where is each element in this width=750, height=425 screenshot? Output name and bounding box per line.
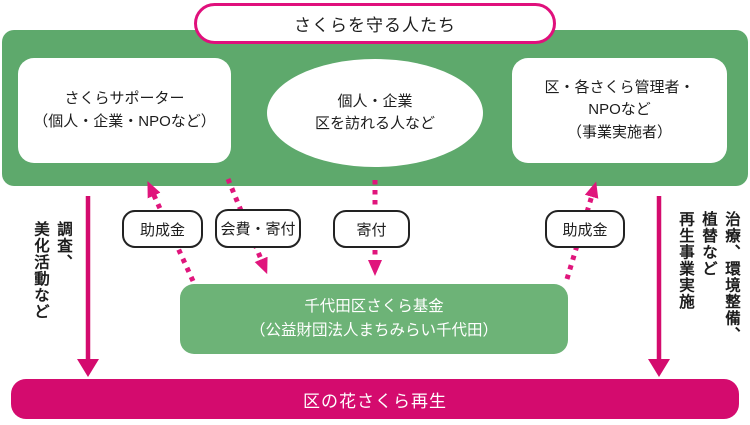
flow-label-subsidy-left: 助成金 [122, 210, 203, 248]
arrow-activities-head [77, 359, 99, 377]
arrow-projects-head [648, 359, 670, 377]
regeneration-bar: 区の花さくら再生 [11, 379, 739, 419]
regeneration-bar-label: 区の花さくら再生 [303, 391, 447, 411]
actor-sakura-supporters: さくらサポーター （個人・企業・NPOなど） [18, 58, 231, 163]
flow-label-donation: 寄付 [333, 210, 410, 248]
title-pill-label: さくらを守る人たち [294, 16, 456, 35]
flow-label-subsidy-left-text: 助成金 [139, 221, 185, 239]
actor-ward-managers: 区・各さくら管理者・ NPOなど （事業実施者） [512, 58, 727, 163]
flow-label-subsidy-right-text: 助成金 [562, 221, 608, 239]
actor-individuals-visitors-label: 個人・企業 区を訪れる人など [314, 92, 435, 133]
flow-label-donation-text: 寄付 [356, 221, 387, 239]
note-treatment-regeneration: 治療、環境整備、 植替など 再生事業実施 [677, 211, 740, 343]
sakura-fund-box: 千代田区さくら基金 （公益財団法人まちみらい千代田） [180, 284, 568, 354]
flow-label-fee-donation-text: 会費・寄付 [220, 221, 296, 238]
title-pill: さくらを守る人たち [194, 3, 556, 44]
actor-ward-managers-label: 区・各さくら管理者・ NPOなど （事業実施者） [544, 78, 695, 141]
flow-label-fee-donation: 会費・寄付 [215, 209, 301, 248]
note-survey-beautification: 調査、 美化活動など [32, 221, 72, 320]
flow-label-subsidy-right: 助成金 [545, 210, 625, 248]
actor-individuals-visitors: 個人・企業 区を訪れる人など [267, 59, 483, 167]
sakura-fund-label: 千代田区さくら基金 （公益財団法人まちみらい千代田） [249, 297, 498, 339]
actor-sakura-supporters-label: さくらサポーター （個人・企業・NPOなど） [33, 90, 216, 130]
